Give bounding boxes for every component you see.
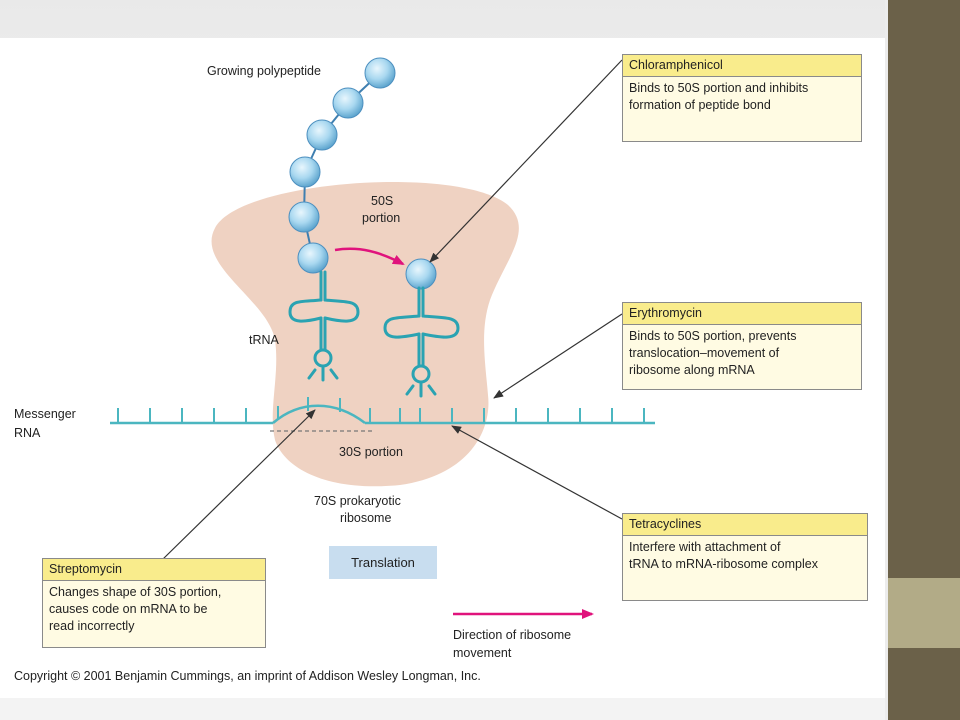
- tetracyclines-line-2: tRNA to mRNA-ribosome complex: [629, 557, 818, 571]
- streptomycin-line-1: Changes shape of 30S portion,: [49, 585, 222, 599]
- portion-50s-label-line2: portion: [362, 211, 401, 225]
- trna-right: [383, 286, 460, 398]
- streptomycin-line-3: read incorrectly: [49, 619, 135, 633]
- bead: [405, 258, 437, 290]
- bead: [297, 242, 329, 274]
- translation-label: Translation: [329, 546, 437, 579]
- chloramphenicol-title: Chloramphenicol: [623, 55, 861, 77]
- ribosome-body: [211, 181, 519, 487]
- copyright-text: Copyright © 2001 Benjamin Cummings, an i…: [14, 669, 481, 683]
- chloramphenicol-box: Chloramphenicol Binds to 50S portion and…: [622, 54, 862, 142]
- sidebar-dark-top: [888, 0, 960, 578]
- tetracyclines-box: Tetracyclines Interfere with attachment …: [622, 513, 868, 601]
- tetracyclines-line-1: Interfere with attachment of: [629, 540, 781, 554]
- erythromycin-line-1: Binds to 50S portion, prevents: [629, 329, 797, 343]
- tetracyclines-title: Tetracyclines: [623, 514, 867, 536]
- direction-label-line2: movement: [453, 646, 512, 660]
- portion-50s-label-line1: 50S: [371, 194, 394, 208]
- bead: [332, 87, 364, 119]
- messenger-rna-label-line1: Messenger: [14, 407, 76, 421]
- sidebar-light-band: [888, 578, 960, 648]
- streptomycin-box: Streptomycin Changes shape of 30S portio…: [42, 558, 266, 648]
- streptomycin-title: Streptomycin: [43, 559, 265, 581]
- growing-polypeptide-label: Growing polypeptide: [207, 64, 321, 78]
- bead: [306, 119, 338, 151]
- erythromycin-line-2: translocation–movement of: [629, 346, 780, 360]
- messenger-rna-label-line2: RNA: [14, 426, 41, 440]
- ribosome-label-line1: 70S prokaryotic: [314, 494, 401, 508]
- erythromycin-box: Erythromycin Binds to 50S portion, preve…: [622, 302, 862, 390]
- chloramphenicol-line-2: formation of peptide bond: [629, 98, 771, 112]
- chloramphenicol-line-1: Binds to 50S portion and inhibits: [629, 81, 809, 95]
- erythromycin-line-3: ribosome along mRNA: [629, 363, 755, 377]
- pointer-lines: [161, 59, 623, 561]
- transfer-arrow: [334, 247, 405, 266]
- streptomycin-line-2: causes code on mRNA to be: [49, 602, 208, 616]
- ribosome-diagram: [110, 57, 655, 619]
- trna-left: [288, 270, 360, 382]
- trna-label: tRNA: [249, 333, 279, 347]
- sidebar-dark-bottom: [888, 648, 960, 720]
- ribosome-label-line2: ribosome: [340, 511, 392, 525]
- erythromycin-title: Erythromycin: [623, 303, 861, 325]
- bead: [289, 156, 321, 188]
- mrna-ticks: [117, 397, 645, 423]
- bead: [364, 57, 396, 89]
- direction-label-line1: Direction of ribosome: [453, 628, 572, 642]
- portion-30s-label: 30S portion: [339, 445, 403, 459]
- bead: [288, 201, 320, 233]
- amino-acid-beads: [288, 57, 437, 290]
